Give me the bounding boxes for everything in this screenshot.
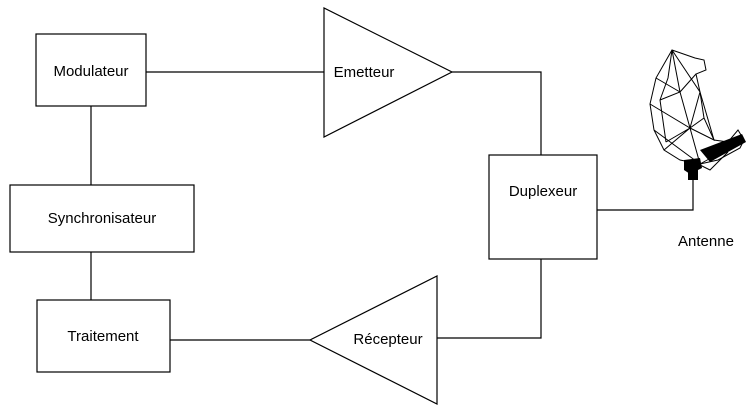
synchronisateur-label: Synchronisateur bbox=[48, 210, 156, 227]
wire-emetteur-duplexeur bbox=[452, 71, 542, 155]
recepteur-block: Récepteur bbox=[308, 275, 438, 405]
synchronisateur-block: Synchronisateur bbox=[9, 184, 195, 253]
emetteur-label: Emetteur bbox=[334, 64, 395, 81]
duplexeur-label: Duplexeur bbox=[509, 183, 577, 200]
modulateur-label: Modulateur bbox=[53, 63, 128, 80]
wire-duplexeur-recepteur bbox=[437, 259, 542, 339]
recepteur-label: Récepteur bbox=[353, 331, 422, 348]
antenne-label: Antenne bbox=[678, 233, 734, 250]
connection-wires bbox=[90, 71, 694, 341]
emetteur-block: Emetteur bbox=[323, 7, 454, 138]
traitement-block: Traitement bbox=[36, 299, 171, 373]
modulateur-block: Modulateur bbox=[35, 33, 147, 107]
traitement-label: Traitement bbox=[67, 328, 139, 345]
wire-duplexeur-antenne bbox=[597, 180, 694, 211]
dish-antenna-icon bbox=[649, 49, 746, 180]
duplexeur-block: Duplexeur bbox=[488, 154, 598, 260]
